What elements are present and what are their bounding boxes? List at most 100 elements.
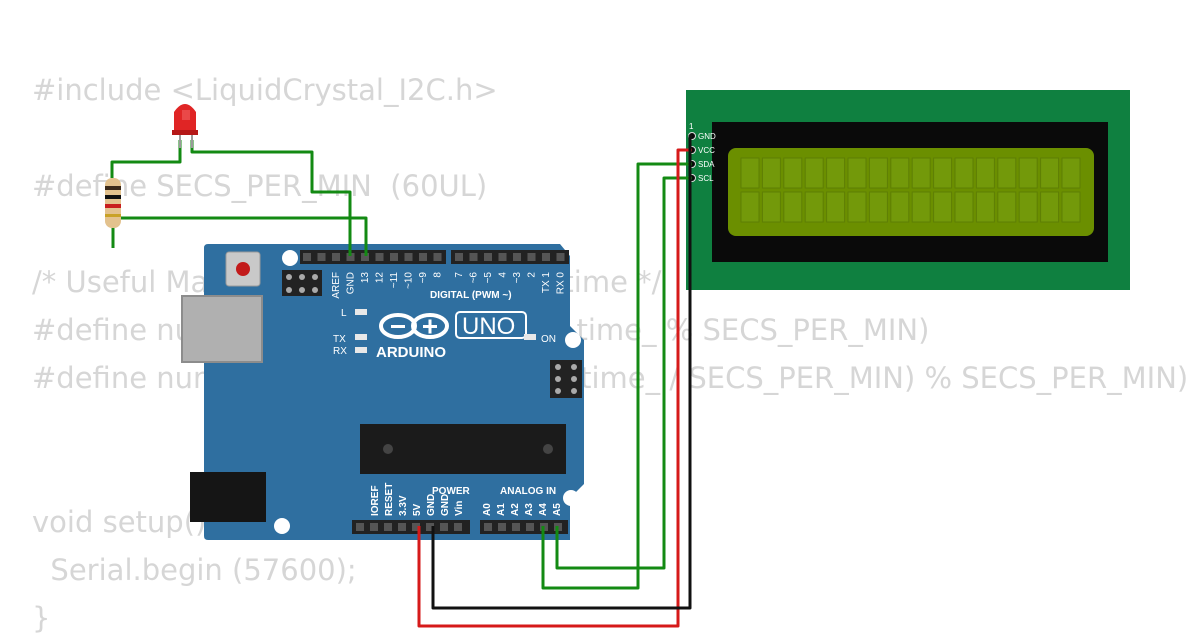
lcd-char-cell bbox=[997, 157, 1017, 189]
reset-button-cap[interactable] bbox=[236, 262, 250, 276]
digital-pin-label: RX 0 bbox=[556, 272, 567, 295]
lcd-char-cell bbox=[975, 157, 995, 189]
status-leds: L TX RX ON bbox=[333, 308, 556, 357]
header-socket bbox=[384, 523, 392, 531]
lcd-character-grid bbox=[740, 157, 1081, 223]
mount-hole bbox=[274, 518, 290, 534]
digital-pin-label: GND bbox=[346, 272, 357, 294]
digital-pin-label: ~3 bbox=[512, 272, 523, 284]
header-socket bbox=[469, 253, 478, 261]
lcd-char-cell bbox=[911, 191, 931, 223]
header-socket bbox=[356, 523, 364, 531]
lcd-char-cell bbox=[826, 157, 846, 189]
model-label: UNO bbox=[462, 313, 515, 340]
led-label-tx: TX bbox=[333, 334, 346, 345]
header-socket bbox=[370, 523, 378, 531]
icsp-header-right bbox=[550, 360, 582, 398]
header-block bbox=[451, 250, 569, 264]
digital-pin-label: 2 bbox=[527, 272, 538, 278]
header-socket bbox=[527, 253, 536, 261]
header-socket bbox=[390, 253, 398, 261]
power-pin-label: GND bbox=[426, 494, 437, 516]
lcd-char-cell bbox=[954, 157, 974, 189]
power-jack bbox=[190, 472, 266, 522]
analog-label: ANALOG IN bbox=[500, 486, 556, 497]
digital-pin-header bbox=[300, 250, 569, 264]
digital-pin-label: ~10 bbox=[404, 272, 415, 289]
lcd-pin-label: SCL bbox=[698, 174, 714, 183]
lcd-char-cell bbox=[868, 191, 888, 223]
lcd-char-cell bbox=[933, 191, 953, 223]
led-on bbox=[524, 334, 536, 340]
led-label-rx: RX bbox=[333, 346, 347, 357]
header-socket bbox=[361, 253, 369, 261]
lcd-char-cell bbox=[1040, 191, 1060, 223]
code-line: Serial.begin (57600); bbox=[32, 553, 357, 587]
header-socket bbox=[526, 523, 534, 531]
power-pin-label: GND bbox=[440, 494, 451, 516]
lcd-pin-label: SDA bbox=[698, 160, 715, 169]
header-socket bbox=[440, 523, 448, 531]
resistor-band bbox=[105, 186, 121, 190]
lcd-pin1-marker: 1 bbox=[689, 122, 694, 131]
lcd-screen bbox=[728, 148, 1094, 236]
lcd-char-cell bbox=[997, 191, 1017, 223]
resistor-band bbox=[105, 214, 121, 217]
header-socket bbox=[332, 253, 340, 261]
led-tx bbox=[355, 334, 367, 340]
header-block bbox=[352, 520, 470, 534]
digital-pin-label: 8 bbox=[433, 272, 444, 278]
lcd-char-cell bbox=[847, 157, 867, 189]
resistor bbox=[105, 178, 121, 228]
header-socket bbox=[303, 253, 311, 261]
wire-gnd-to-gnd bbox=[431, 134, 692, 610]
header-socket bbox=[484, 253, 492, 261]
header-socket bbox=[484, 523, 492, 531]
lcd-char-cell bbox=[954, 191, 974, 223]
header-socket bbox=[398, 523, 406, 531]
mount-hole bbox=[282, 250, 298, 266]
lcd-char-cell bbox=[890, 191, 910, 223]
lcd-char-cell bbox=[868, 157, 888, 189]
code-line: #define SECS_PER_MIN (60UL) bbox=[32, 169, 488, 203]
lcd-char-cell bbox=[740, 191, 760, 223]
atmega-chip bbox=[360, 424, 566, 474]
mount-hole bbox=[563, 490, 579, 506]
resistor-band bbox=[105, 195, 121, 199]
header-socket bbox=[455, 253, 463, 261]
digital-pin-label: TX 1 bbox=[541, 272, 552, 294]
lcd-char-cell bbox=[933, 157, 953, 189]
lcd-char-cell bbox=[890, 157, 910, 189]
header-socket bbox=[513, 253, 521, 261]
wire-5v-to-vcc bbox=[417, 148, 692, 628]
header-socket bbox=[556, 253, 565, 261]
logo-infinity bbox=[379, 313, 449, 339]
analog-pin-label: A1 bbox=[496, 503, 507, 516]
digital-pin-label: 12 bbox=[375, 272, 386, 284]
power-pin-label: Vin bbox=[454, 501, 465, 516]
uno-badge bbox=[455, 311, 527, 339]
lcd-pin-label: GND bbox=[698, 132, 716, 141]
lcd-char-cell bbox=[826, 191, 846, 223]
usb-connector bbox=[181, 295, 263, 363]
analog-pin-label: A4 bbox=[538, 503, 549, 516]
header-socket bbox=[426, 523, 434, 531]
header-socket bbox=[433, 253, 442, 261]
analog-pin-label: A5 bbox=[552, 503, 563, 516]
header-socket bbox=[542, 253, 550, 261]
digital-pin-label: ~5 bbox=[483, 272, 494, 284]
header-socket bbox=[498, 253, 507, 261]
brand-label: ARDUINO bbox=[376, 344, 446, 361]
lcd-char-cell bbox=[1040, 157, 1060, 189]
led-rx bbox=[355, 347, 367, 353]
header-socket bbox=[512, 523, 520, 531]
digital-pin-label: 7 bbox=[454, 272, 465, 278]
lcd-char-cell bbox=[1061, 191, 1081, 223]
digital-pin-label: 13 bbox=[360, 272, 371, 284]
digital-pin-label: ~9 bbox=[418, 272, 429, 284]
